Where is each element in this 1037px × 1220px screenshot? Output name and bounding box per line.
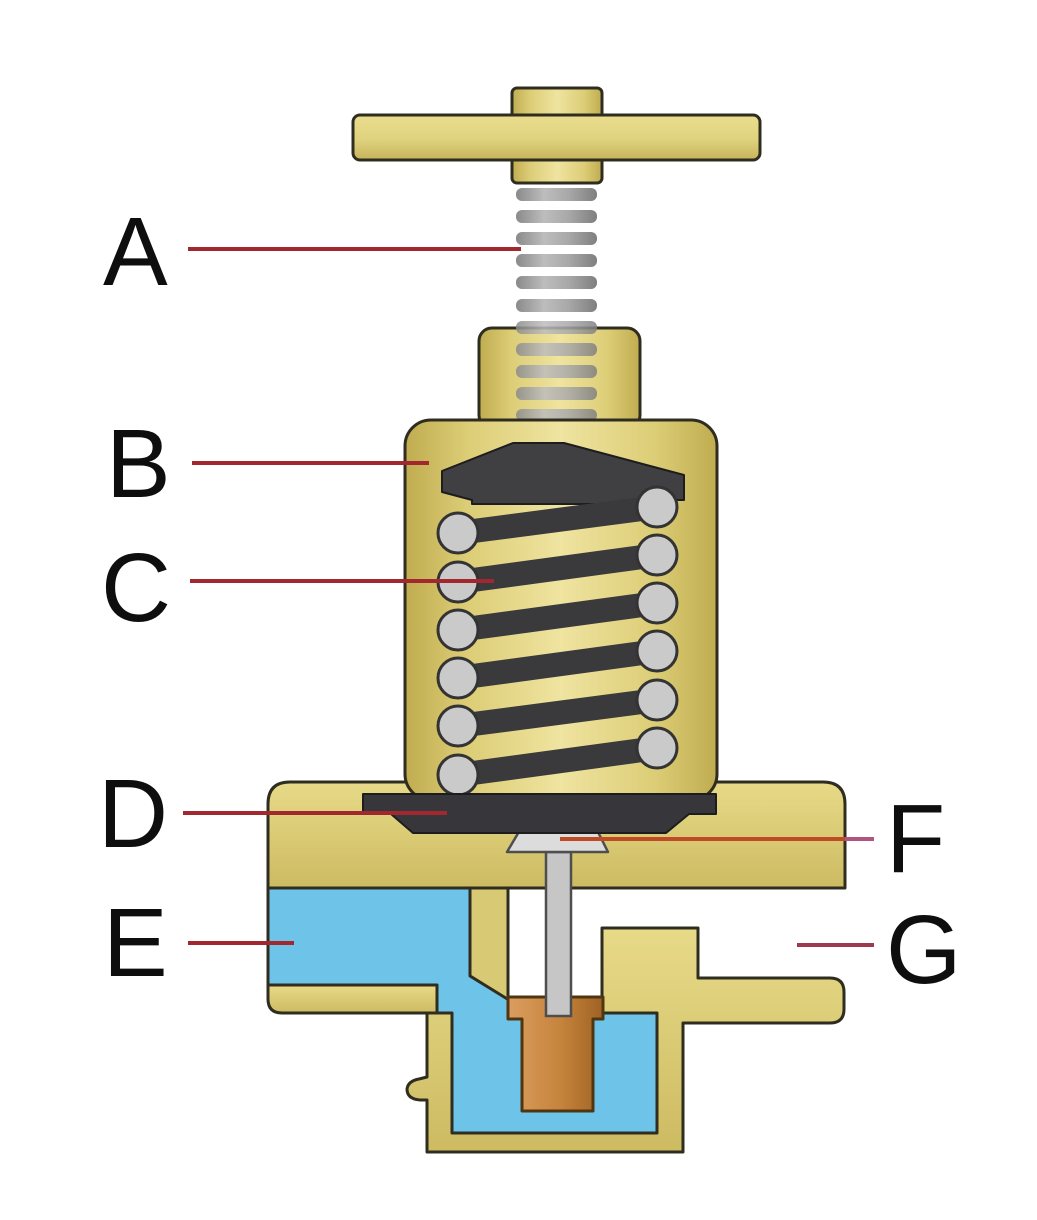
t-handle — [351, 86, 762, 185]
t-handle-bar — [351, 113, 762, 162]
spring-coil — [446, 639, 669, 690]
thread-ridge — [516, 365, 597, 378]
spring-coil-end — [635, 485, 679, 529]
label-e-inlet-fluid: E — [103, 888, 168, 997]
spring-coil — [446, 495, 669, 545]
thread-ridge — [516, 299, 597, 312]
thread-ridge — [516, 232, 597, 245]
spring-coil-end — [635, 533, 679, 577]
label-g-outlet-port: G — [886, 895, 961, 1004]
thread-ridge — [516, 210, 597, 223]
label-f-valve-stem: F — [886, 784, 945, 893]
inlet-lower-wall — [266, 983, 439, 1015]
spring-coil — [446, 688, 669, 738]
thread-ridge — [516, 343, 597, 356]
thread-ridge — [516, 321, 597, 334]
spring-coil-ends — [436, 485, 679, 797]
adjusting-screw-thread — [516, 188, 597, 421]
spring-coil — [446, 591, 669, 642]
spring-coil-end — [635, 678, 679, 722]
spring-coil-end — [436, 704, 480, 748]
spring-coil-end — [436, 656, 480, 700]
label-a-adjusting-screw: A — [103, 197, 168, 306]
thread-ridge — [516, 254, 597, 267]
thread-ridge — [516, 409, 597, 421]
valve-seat-plug — [506, 995, 605, 1113]
callout-letters: A B C D E F G — [98, 197, 961, 1004]
spring-coil — [446, 736, 669, 787]
leader-lines — [183, 247, 874, 947]
valve-stem — [544, 850, 573, 1018]
spring-coil-end — [436, 753, 480, 797]
adjustment-spring — [446, 495, 669, 787]
label-c-spring: C — [101, 533, 171, 642]
spring-coil — [446, 543, 669, 594]
spring-coil-end — [436, 511, 480, 555]
spring-coil-end — [436, 608, 480, 652]
thread-ridge — [516, 387, 597, 400]
label-b-bonnet: B — [106, 409, 171, 518]
spring-coil-end — [635, 726, 679, 770]
thread-ridge — [516, 276, 597, 289]
spring-coil-end — [635, 581, 679, 625]
thread-ridge — [516, 188, 597, 201]
label-d-diaphragm: D — [98, 759, 168, 868]
spring-coil-end — [635, 629, 679, 673]
